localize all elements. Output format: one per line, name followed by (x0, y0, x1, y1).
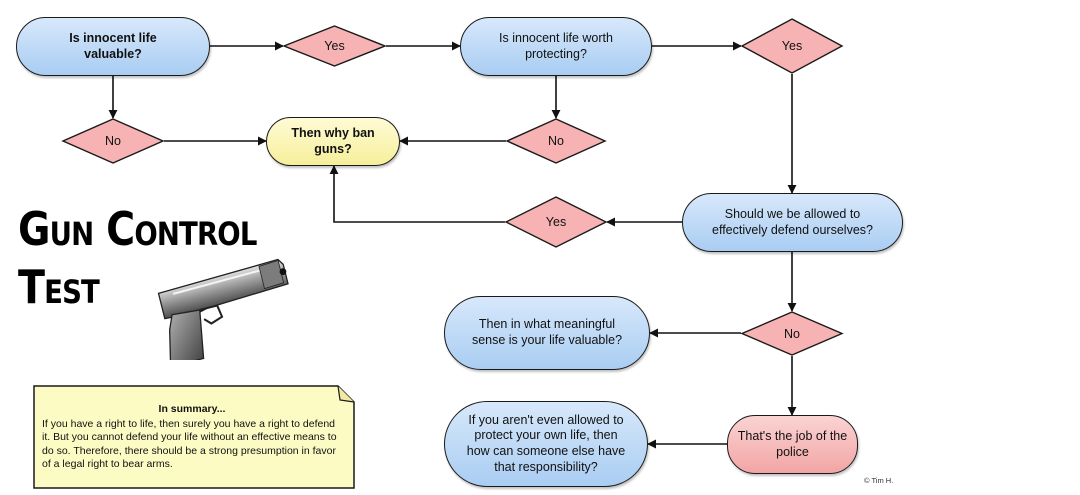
pistol-icon (157, 258, 289, 360)
edge-yes3-whyban (329, 165, 505, 223)
decision-no-1-label: No (105, 134, 121, 148)
node-is-innocent-life-worth-protecting: Is innocent life worth protecting? (460, 17, 652, 76)
decision-yes-3-label: Yes (545, 215, 567, 229)
decision-no-3-label: No (784, 326, 800, 341)
decision-yes-3: Yes (504, 196, 608, 248)
title-line-2: Test (18, 260, 100, 314)
author-credit: © Tim H. (864, 476, 894, 485)
summary-note: In summary... If you have a right to lif… (32, 384, 356, 490)
node-protect-your-own-life: If you aren't even allowed to protect yo… (444, 401, 648, 487)
node-is-innocent-life-valuable: Is innocent life valuable? (16, 17, 210, 76)
decision-no-2: No (505, 118, 607, 164)
decision-yes-2: Yes (740, 18, 844, 74)
decision-no-1: No (61, 118, 165, 164)
title-line-1: Gun Control (18, 202, 257, 256)
node-should-we-defend-ourselves: Should we be allowed to effectively defe… (682, 193, 903, 252)
summary-body: If you have a right to life, then surely… (42, 417, 337, 471)
gun-control-test-title: Gun Control Test (18, 200, 257, 316)
node-job-of-the-police: That's the job of the police (727, 415, 858, 474)
decision-no-2-label: No (548, 134, 564, 148)
decision-yes-2-label: Yes (781, 39, 803, 53)
decision-yes-1-label: Yes (324, 39, 345, 53)
decision-no-3: No (740, 311, 844, 356)
summary-heading: In summary... (158, 403, 226, 415)
node-meaningful-sense: Then in what meaningful sense is your li… (444, 296, 650, 370)
node-then-why-ban-guns: Then why ban guns? (266, 117, 400, 166)
decision-yes-1: Yes (282, 25, 387, 67)
